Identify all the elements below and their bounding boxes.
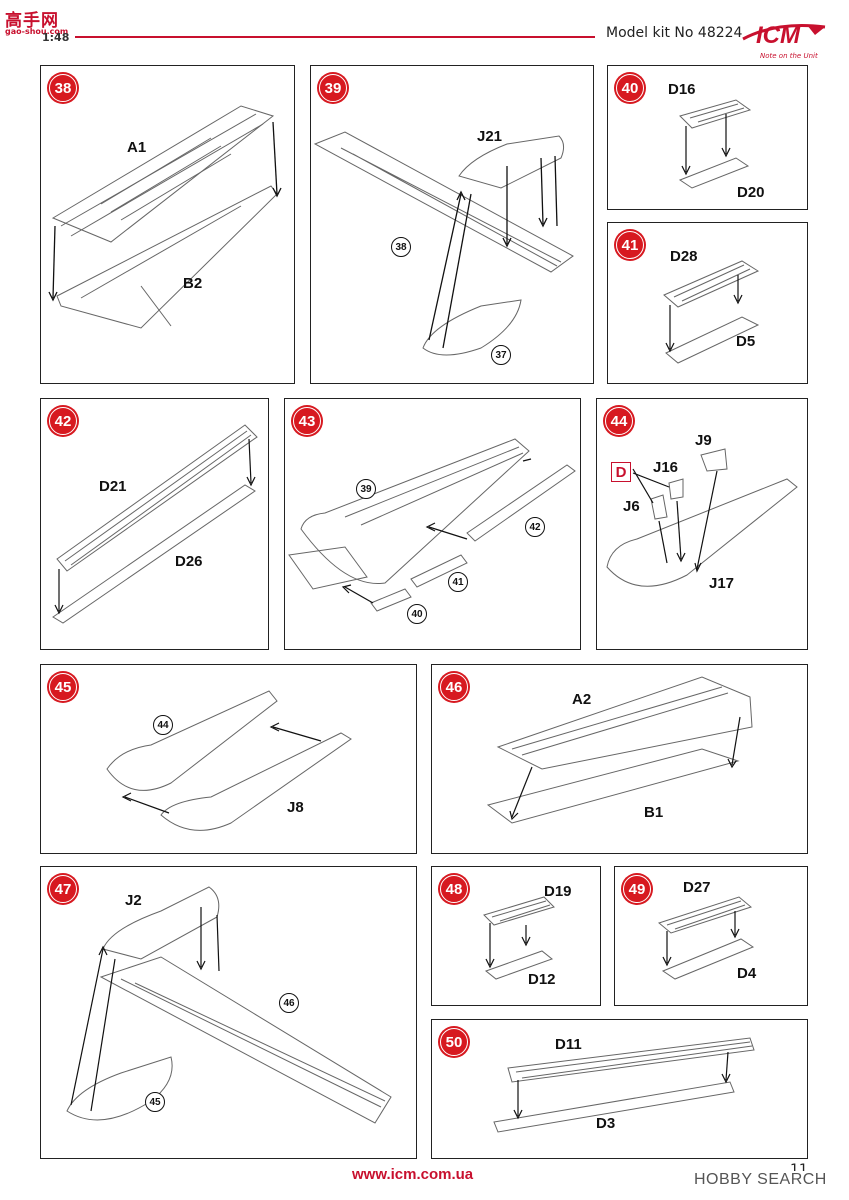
panel-step-48: 48 D19 D12 (431, 866, 601, 1006)
panel-step-49: 49 D27 D4 (614, 866, 808, 1006)
watermark-title: 高手网 (5, 11, 59, 31)
kit-number: Model kit No 48224 (606, 25, 743, 41)
panel-step-47: 47 J2 46 45 (40, 866, 417, 1159)
part-label-d16: D16 (668, 81, 696, 98)
panel-step-38: 38 A1 B2 (40, 65, 295, 384)
part-label-a1: A1 (127, 139, 147, 156)
icm-logo-icon (742, 24, 826, 41)
part-label-d26: D26 (175, 553, 203, 570)
part-label-d4: D4 (737, 965, 757, 982)
part-label-j6: J6 (623, 498, 640, 515)
footer-url: www.icm.com.ua (352, 1166, 474, 1183)
header-rule (75, 36, 595, 38)
flap-d28-drawing (663, 260, 760, 364)
step-ref-37: 37 (491, 345, 511, 365)
wing-lower-assembly-drawing (486, 676, 753, 824)
part-label-d21: D21 (99, 478, 127, 495)
panel-step-50: 50 D11 D3 (431, 1019, 808, 1159)
panel-step-45: 45 44 J8 (40, 664, 417, 854)
step-badge: 48 (438, 873, 470, 905)
part-label-j16: J16 (653, 459, 679, 476)
hobby-search-watermark: HOBBY SEARCH (690, 1171, 831, 1189)
step-ref-46: 46 (279, 993, 299, 1013)
step-ref-40: 40 (407, 604, 427, 624)
flap-d16-drawing (678, 99, 752, 189)
step-ref-42: 42 (525, 517, 545, 537)
wing-nacelle-final-drawing (66, 886, 392, 1124)
step-badge: 39 (317, 72, 349, 104)
wing-upper-assembly-drawing (48, 105, 282, 329)
part-label-a2: A2 (572, 691, 592, 708)
sprue-d-box: D (611, 462, 631, 482)
part-label-d3: D3 (596, 1115, 616, 1132)
panel-step-44: 44 J9 J16 J6 J17 D (596, 398, 808, 650)
part-label-j2: J2 (125, 892, 142, 909)
part-label-d28: D28 (670, 248, 698, 265)
step-ref-41: 41 (448, 572, 468, 592)
panel-step-43: 43 39 42 41 40 (284, 398, 581, 650)
part-label-j8: J8 (287, 799, 304, 816)
part-label-j21: J21 (477, 128, 503, 145)
panel-step-41: 41 D28 D5 (607, 222, 808, 384)
step-ref-38: 38 (391, 237, 411, 257)
watermark-logo: 高手网 gao-shou.com (5, 6, 71, 36)
step-ref-44: 44 (153, 715, 173, 735)
flap-d21-drawing (52, 424, 258, 624)
step-badge: 47 (47, 873, 79, 905)
step-badge: 50 (438, 1026, 470, 1058)
step-ref-39: 39 (356, 479, 376, 499)
watermark-url: gao-shou.com (5, 27, 69, 36)
panel-step-39: 39 J21 38 37 (310, 65, 594, 384)
part-label-d12: D12 (528, 971, 556, 988)
part-label-b2: B2 (183, 275, 203, 292)
brand-name: ICM (756, 22, 800, 49)
brand-slogan: Note on the Unit (760, 52, 818, 60)
part-label-j9: J9 (695, 432, 712, 449)
step-badge: 40 (614, 72, 646, 104)
scale-label: 1:48 (42, 31, 70, 44)
part-label-d27: D27 (683, 879, 711, 896)
flap-d19-drawing (483, 896, 555, 980)
part-label-d11: D11 (555, 1036, 582, 1053)
step-badge: 46 (438, 671, 470, 703)
step-badge: 43 (291, 405, 323, 437)
part-label-d19: D19 (544, 883, 572, 900)
part-label-j17: J17 (709, 575, 735, 592)
nacelle-detail-drawing (606, 448, 798, 587)
step-badge: 45 (47, 671, 79, 703)
panel-step-42: 42 D21 D26 (40, 398, 269, 650)
wing-flaps-assembly-drawing (288, 438, 576, 612)
flap-d27-drawing (657, 896, 755, 980)
step-badge: 49 (621, 873, 653, 905)
panel-step-46: 46 A2 B1 (431, 664, 808, 854)
step-badge: 42 (47, 405, 79, 437)
step-badge: 41 (614, 229, 646, 261)
wing-nacelle-assembly-drawing (313, 131, 574, 356)
panel-step-40: 40 D16 D20 (607, 65, 808, 210)
step-badge: 44 (603, 405, 635, 437)
part-label-d20: D20 (737, 184, 765, 201)
step-ref-45: 45 (145, 1092, 165, 1112)
part-label-d5: D5 (736, 333, 756, 350)
nacelle-halves-drawing (106, 690, 352, 831)
step-badge: 38 (47, 72, 79, 104)
part-label-b1: B1 (644, 804, 664, 821)
flap-d11-drawing (493, 1037, 755, 1133)
